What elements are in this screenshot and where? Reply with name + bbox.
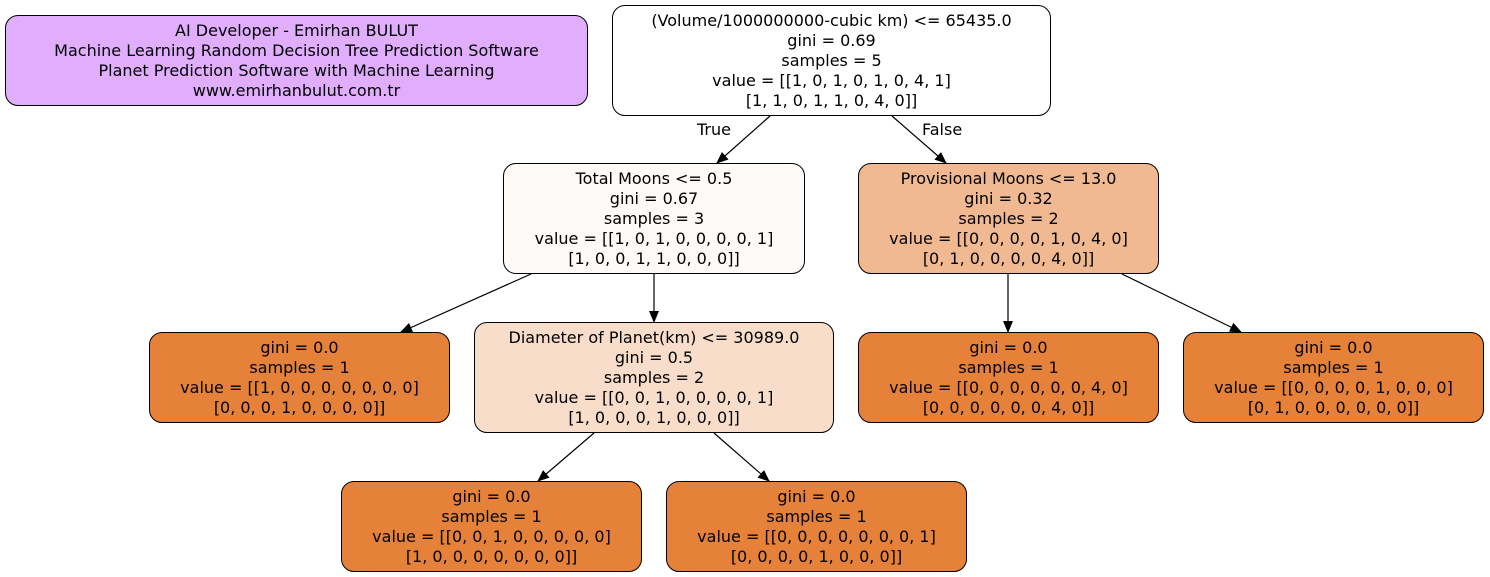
node-value: [1, 0, 0, 0, 0, 0, 0, 0]] <box>405 546 578 566</box>
node-samples: samples = 3 <box>603 208 705 228</box>
node-gini: gini = 0.67 <box>609 188 699 208</box>
node-value: value = [[0, 0, 1, 0, 0, 0, 0, 0] <box>372 526 611 546</box>
node-condition: Diameter of Planet(km) <= 30989.0 <box>508 327 800 347</box>
tree-node-provisional-moons: Provisional Moons <= 13.0 gini = 0.32 sa… <box>858 163 1159 274</box>
node-value: value = [[0, 0, 0, 0, 0, 0, 4, 0] <box>889 377 1128 397</box>
info-line: www.emirhanbulut.com.tr <box>192 80 401 100</box>
node-value: [1, 0, 0, 0, 1, 0, 0, 0]] <box>568 407 740 427</box>
node-samples: samples = 2 <box>603 367 705 387</box>
node-samples: samples = 1 <box>958 357 1059 377</box>
edge-label-false: False <box>922 120 963 139</box>
node-samples: samples = 5 <box>781 50 882 70</box>
tree-node-total-moons: Total Moons <= 0.5 gini = 0.67 samples =… <box>503 163 805 274</box>
edge-label-true: True <box>697 120 731 139</box>
tree-node-diameter: Diameter of Planet(km) <= 30989.0 gini =… <box>474 322 834 433</box>
node-gini: gini = 0.32 <box>964 188 1053 208</box>
node-value: [0, 0, 0, 1, 0, 0, 0, 0]] <box>213 397 386 417</box>
node-gini: gini = 0.0 <box>260 337 339 357</box>
node-value: value = [[0, 0, 0, 0, 0, 0, 0, 1] <box>697 526 936 546</box>
node-condition: (Volume/1000000000-cubic km) <= 65435.0 <box>651 10 1012 30</box>
info-line: Machine Learning Random Decision Tree Pr… <box>54 40 539 60</box>
node-value: value = [[0, 0, 1, 0, 0, 0, 0, 1] <box>534 387 774 407</box>
tree-leaf: gini = 0.0 samples = 1 value = [[0, 0, 0… <box>1183 332 1484 423</box>
node-samples: samples = 1 <box>766 506 867 526</box>
info-line: Planet Prediction Software with Machine … <box>98 60 495 80</box>
node-gini: gini = 0.0 <box>452 486 531 506</box>
node-samples: samples = 1 <box>1283 357 1384 377</box>
edge-root-to-total-moons <box>716 115 771 164</box>
node-value: [0, 1, 0, 0, 0, 0, 0, 0]] <box>1247 397 1420 417</box>
node-value: [1, 0, 0, 1, 1, 0, 0, 0]] <box>568 248 740 268</box>
node-gini: gini = 0.69 <box>787 30 876 50</box>
node-gini: gini = 0.5 <box>614 347 694 367</box>
node-value: value = [[1, 0, 0, 0, 0, 0, 0, 0] <box>180 377 419 397</box>
edge-root-to-provisional-moons <box>891 115 947 164</box>
node-value: [1, 1, 0, 1, 1, 0, 4, 0]] <box>745 90 918 110</box>
edge-diameter-to-leaf-left <box>537 432 595 482</box>
node-samples: samples = 1 <box>441 506 542 526</box>
node-samples: samples = 1 <box>249 357 350 377</box>
node-value: [0, 0, 0, 0, 0, 0, 4, 0]] <box>922 397 1095 417</box>
node-value: [0, 1, 0, 0, 0, 0, 4, 0]] <box>922 248 1095 268</box>
tree-leaf: gini = 0.0 samples = 1 value = [[1, 0, 0… <box>149 332 450 423</box>
info-box: AI Developer - Emirhan BULUT Machine Lea… <box>5 15 588 106</box>
node-value: value = [[1, 0, 1, 0, 0, 0, 0, 1] <box>534 228 774 248</box>
tree-leaf: gini = 0.0 samples = 1 value = [[0, 0, 0… <box>858 332 1159 423</box>
info-line: AI Developer - Emirhan BULUT <box>175 20 418 40</box>
node-value: value = [[0, 0, 0, 0, 1, 0, 0, 0] <box>1214 377 1453 397</box>
edge-diameter-to-leaf-right <box>713 432 770 482</box>
node-gini: gini = 0.0 <box>777 486 856 506</box>
tree-leaf: gini = 0.0 samples = 1 value = [[0, 0, 1… <box>341 481 642 572</box>
edge-total-moons-to-leaf <box>400 273 532 333</box>
tree-node-root: (Volume/1000000000-cubic km) <= 65435.0 … <box>612 5 1051 116</box>
node-condition: Total Moons <= 0.5 <box>575 168 733 188</box>
edge-provisional-to-leaf-right <box>1121 273 1242 333</box>
node-samples: samples = 2 <box>958 208 1059 228</box>
tree-leaf: gini = 0.0 samples = 1 value = [[0, 0, 0… <box>666 481 967 572</box>
node-value: value = [[0, 0, 0, 0, 1, 0, 4, 0] <box>889 228 1128 248</box>
node-value: value = [[1, 0, 1, 0, 1, 0, 4, 1] <box>712 70 951 90</box>
node-condition: Provisional Moons <= 13.0 <box>900 168 1117 188</box>
node-gini: gini = 0.0 <box>1294 337 1373 357</box>
node-value: [0, 0, 0, 0, 1, 0, 0, 0]] <box>730 546 903 566</box>
node-gini: gini = 0.0 <box>969 337 1048 357</box>
